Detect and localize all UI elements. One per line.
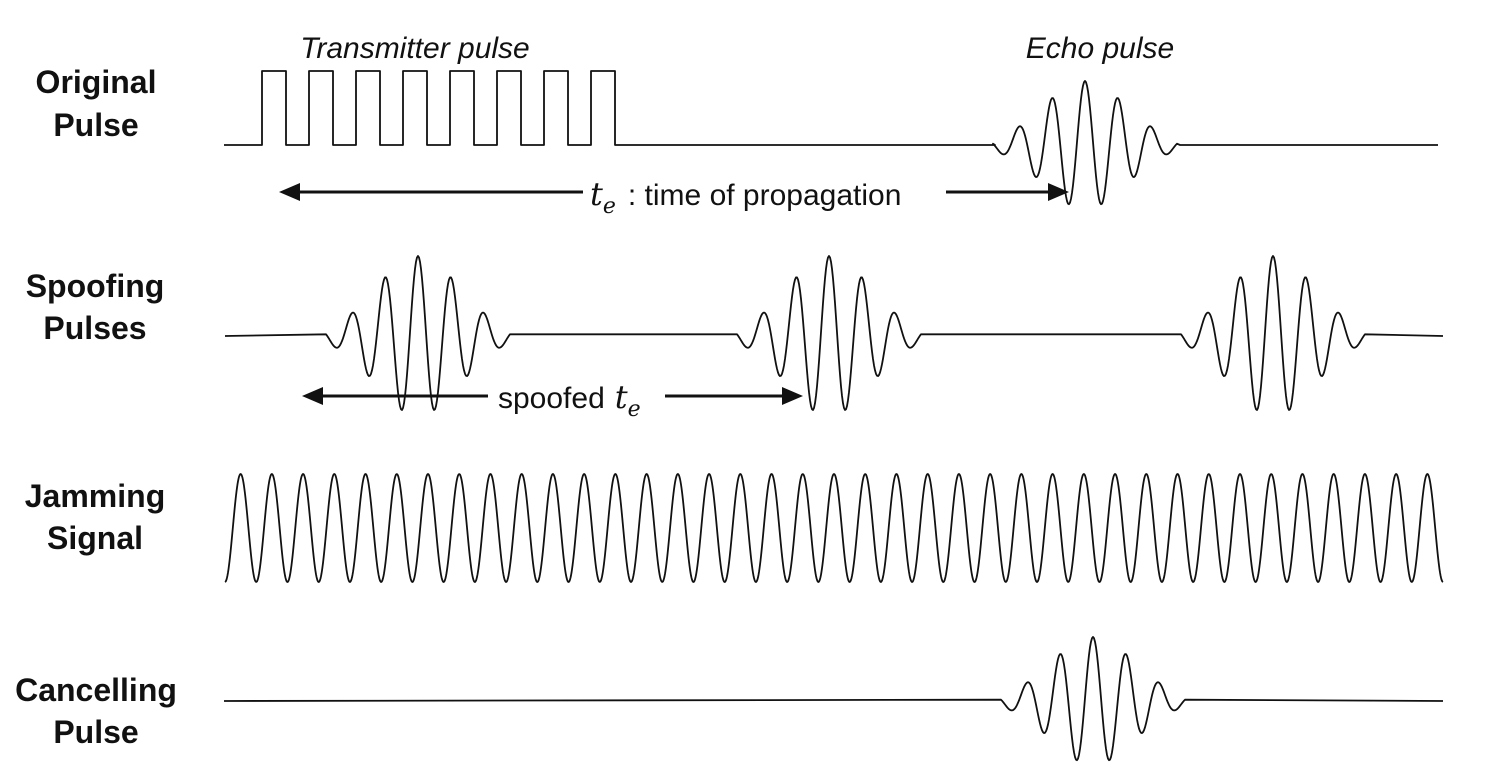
spoofed-arrow-left-head: [302, 387, 323, 405]
jamming-signal-waveform: [224, 473, 1444, 583]
row-label-original-line2: Pulse: [53, 107, 138, 143]
te-subscript: e: [603, 194, 616, 219]
row-label-jamming-line2: Signal: [47, 520, 143, 556]
row-label-spoofing: Spoofing Pulses: [26, 268, 165, 346]
spoofed-arrow-right-head: [782, 387, 803, 405]
propagation-arrow-right-head: [1048, 183, 1069, 201]
te-symbol: t: [590, 175, 603, 213]
echo-pulse-label: Echo pulse: [1026, 32, 1174, 65]
transmitter-pulse-label: Transmitter pulse: [300, 32, 530, 65]
propagation-label: te : time of propagation: [590, 175, 901, 219]
row-label-spoofing-line2: Pulses: [43, 310, 146, 346]
row-label-original: Original Pulse: [36, 64, 157, 143]
row-label-cancelling: Cancelling Pulse: [15, 672, 177, 750]
propagation-text: : time of propagation: [628, 179, 902, 212]
propagation-arrow: [279, 183, 1069, 201]
spoofed-te-symbol: t: [615, 378, 628, 416]
row-label-jamming-line1: Jamming: [25, 478, 165, 514]
row-label-jamming: Jamming Signal: [25, 478, 165, 556]
cancelling-pulse-waveform: [223, 636, 1444, 762]
spoofed-prefix: spoofed: [498, 382, 605, 415]
spoofed-te-subscript: e: [628, 397, 641, 422]
row-label-cancelling-line2: Pulse: [53, 714, 138, 750]
spoofed-label: spoofed te: [498, 378, 641, 422]
row-label-spoofing-line1: Spoofing: [26, 268, 165, 304]
spoofed-arrow: [302, 387, 803, 405]
original-pulse-waveform: [224, 70, 1438, 206]
propagation-arrow-left-head: [279, 183, 300, 201]
row-label-cancelling-line1: Cancelling: [15, 672, 177, 708]
row-label-original-line1: Original: [36, 64, 157, 100]
spoofing-pulses-waveform: [224, 255, 1444, 411]
